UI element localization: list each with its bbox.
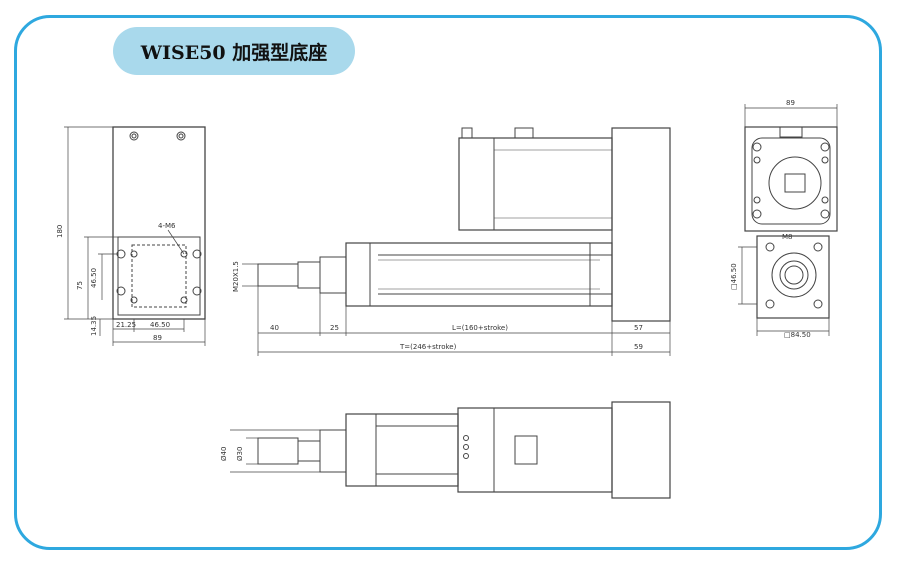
dim-total: T=(246+stroke) (399, 343, 457, 351)
base-plate-view (64, 126, 206, 346)
dim-rod-thread: M20X1.5 (232, 261, 240, 292)
dim-dia30: Ø30 (236, 447, 244, 461)
dim-25: 25 (330, 324, 339, 332)
dim-plate-width: 89 (153, 334, 162, 342)
actuator-end-view (738, 104, 838, 336)
dim-46b: 46.50 (150, 321, 170, 329)
hole-m8: M8 (782, 233, 793, 241)
dim-14: 14.35 (90, 316, 98, 336)
dim-bottom: □84.50 (784, 331, 811, 339)
diagram-frame (14, 15, 882, 550)
dim-height: 180 (56, 225, 64, 238)
dim-21: 21.25 (116, 321, 136, 329)
dim-dia40: Ø40 (220, 447, 228, 461)
dim-40: 40 (270, 324, 279, 332)
page-title: WISE50 加强型底座 (140, 41, 328, 64)
title-badge: WISE50 加强型底座 (113, 27, 355, 75)
actuator-top-view (230, 401, 671, 499)
dim-57: 57 (634, 324, 643, 332)
dim-end-width: 89 (786, 99, 795, 107)
hole-label: 4-M6 (158, 222, 176, 230)
dim-46: 46.50 (90, 268, 98, 288)
dim-59: 59 (634, 343, 643, 351)
actuator-side-view (242, 127, 671, 356)
dim-length: L=(160+stroke) (452, 324, 508, 332)
dim-square: □46.50 (730, 263, 738, 290)
dim-75: 75 (76, 281, 84, 290)
